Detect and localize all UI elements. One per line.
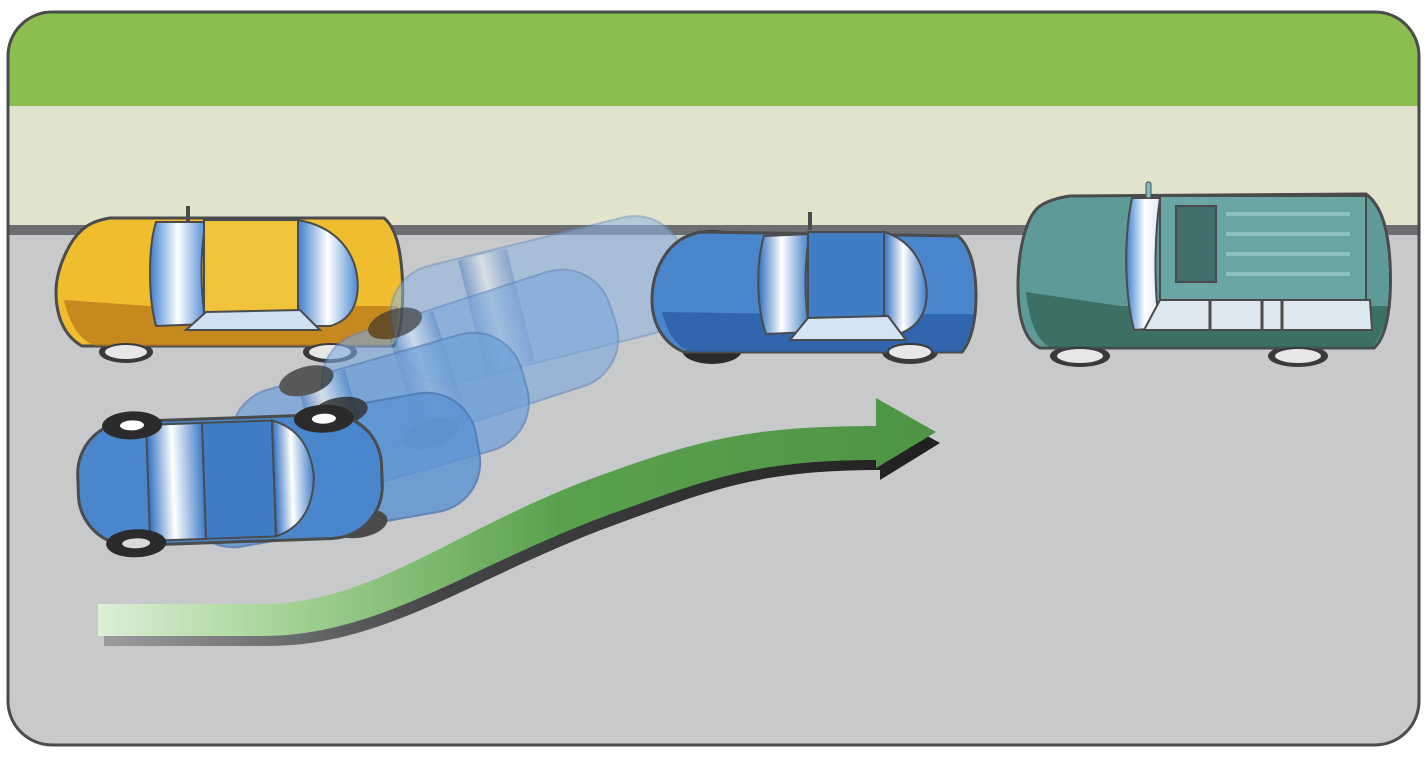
- wheel: [1273, 347, 1323, 365]
- antenna: [808, 212, 812, 230]
- wheel: [120, 420, 145, 431]
- panel-frame: [6, 10, 1421, 747]
- yellow-sedan-parked: [54, 206, 405, 363]
- antenna: [186, 206, 190, 222]
- wheel: [1055, 347, 1105, 365]
- side-window: [1142, 299, 1374, 331]
- wheel: [122, 538, 151, 549]
- start-position: [76, 404, 384, 558]
- wheel: [887, 343, 933, 361]
- curb-line: [8, 225, 1419, 235]
- roof: [203, 219, 299, 327]
- sunroof: [1175, 205, 1217, 283]
- final-position: [650, 212, 978, 364]
- arrow-body: [98, 398, 936, 636]
- blue-sedan-maneuvering: [76, 212, 978, 558]
- green-suv-parked: [1016, 181, 1392, 367]
- windshield: [883, 230, 928, 335]
- windshield: [297, 218, 359, 327]
- grass-strip: [8, 12, 1419, 106]
- rear-window: [757, 232, 812, 336]
- side-window: [787, 314, 908, 341]
- rear-window: [149, 221, 208, 328]
- side-window: [183, 308, 323, 331]
- antenna: [1145, 181, 1152, 199]
- wheel: [311, 413, 336, 424]
- wheel: [103, 343, 149, 361]
- curved-arrow-right-icon: [98, 398, 940, 646]
